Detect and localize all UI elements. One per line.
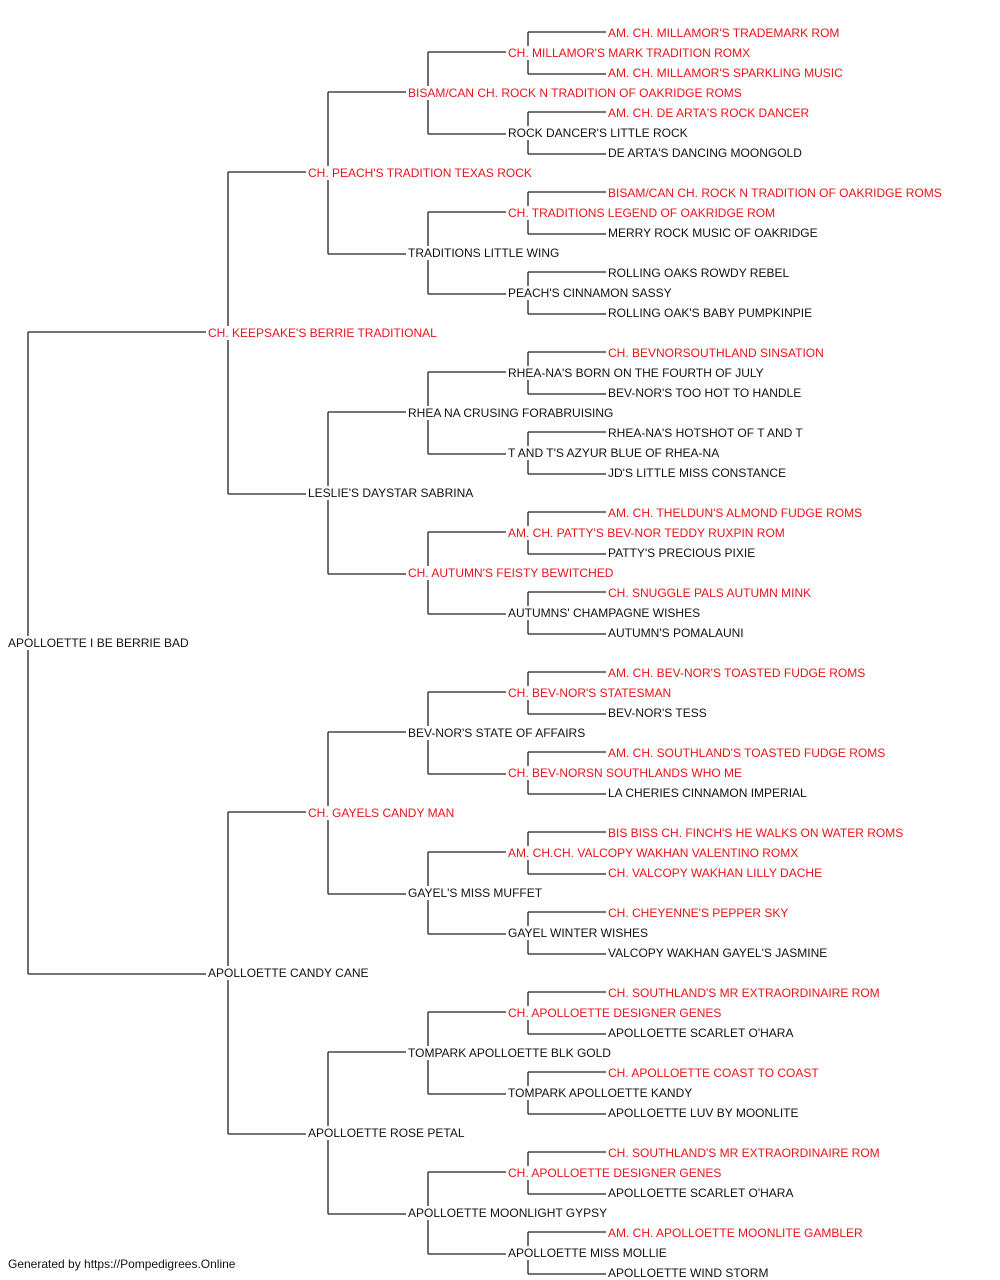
pedigree-node-gen5: APOLLOETTE WIND STORM — [608, 1266, 771, 1280]
pedigree-node-gen5: APOLLOETTE SCARLET O'HARA — [608, 1026, 796, 1040]
pedigree-node-gen5: CH. APOLLOETTE COAST TO COAST — [608, 1066, 821, 1080]
pedigree-node-gen3: BEV-NOR'S STATE OF AFFAIRS — [408, 726, 588, 740]
pedigree-node-gen2: CH. GAYELS CANDY MAN — [308, 806, 457, 820]
pedigree-node-gen2: LESLIE'S DAYSTAR SABRINA — [308, 486, 476, 500]
pedigree-node-gen2: CH. PEACH'S TRADITION TEXAS ROCK — [308, 166, 534, 180]
pedigree-node-gen5: CH. SOUTHLAND'S MR EXTRAORDINAIRE ROM — [608, 1146, 882, 1160]
pedigree-node-gen3: TOMPARK APOLLOETTE BLK GOLD — [408, 1046, 613, 1060]
pedigree-node-gen4: CH. MILLAMOR'S MARK TRADITION ROMX — [508, 46, 753, 60]
pedigree-node-gen5: PATTY'S PRECIOUS PIXIE — [608, 546, 758, 560]
pedigree-node-gen5: BISAM/CAN CH. ROCK N TRADITION OF OAKRID… — [608, 186, 944, 200]
pedigree-node-gen3: APOLLOETTE MOONLIGHT GYPSY — [408, 1206, 610, 1220]
pedigree-node-gen5: JD'S LITTLE MISS CONSTANCE — [608, 466, 789, 480]
pedigree-node-gen5: AM. CH. MILLAMOR'S SPARKLING MUSIC — [608, 66, 845, 80]
pedigree-node-gen5: AM. CH. MILLAMOR'S TRADEMARK ROM — [608, 26, 842, 40]
pedigree-node-gen3: GAYEL'S MISS MUFFET — [408, 886, 545, 900]
pedigree-node-gen5: APOLLOETTE LUV BY MOONLITE — [608, 1106, 801, 1120]
pedigree-node-gen5: AM. CH. SOUTHLAND'S TOASTED FUDGE ROMS — [608, 746, 888, 760]
pedigree-node-gen5: CH. VALCOPY WAKHAN LILLY DACHE — [608, 866, 825, 880]
pedigree-node-gen5: AM. CH. DE ARTA'S ROCK DANCER — [608, 106, 812, 120]
pedigree-node-gen4: T AND T'S AZYUR BLUE OF RHEA-NA — [508, 446, 722, 460]
pedigree-node-gen4: CH. BEV-NOR'S STATESMAN — [508, 686, 674, 700]
pedigree-node-gen3: RHEA NA CRUSING FORABRUISING — [408, 406, 616, 420]
pedigree-node-gen5: CH. SNUGGLE PALS AUTUMN MINK — [608, 586, 814, 600]
pedigree-node-gen4: CH. APOLLOETTE DESIGNER GENES — [508, 1006, 724, 1020]
pedigree-node-gen5: AUTUMN'S POMALAUNI — [608, 626, 746, 640]
pedigree-node-gen4: CH. BEV-NORSN SOUTHLANDS WHO ME — [508, 766, 745, 780]
pedigree-node-gen5: ROLLING OAKS ROWDY REBEL — [608, 266, 792, 280]
pedigree-node-gen3: TRADITIONS LITTLE WING — [408, 246, 562, 260]
pedigree-node-gen4: RHEA-NA'S BORN ON THE FOURTH OF JULY — [508, 366, 766, 380]
pedigree-node-gen5: RHEA-NA'S HOTSHOT OF T AND T — [608, 426, 805, 440]
pedigree-node-gen5: VALCOPY WAKHAN GAYEL'S JASMINE — [608, 946, 830, 960]
pedigree-node-gen0: APOLLOETTE I BE BERRIE BAD — [8, 636, 191, 650]
pedigree-node-gen4: CH. TRADITIONS LEGEND OF OAKRIDGE ROM — [508, 206, 778, 220]
pedigree-node-gen5: AM. CH. BEV-NOR'S TOASTED FUDGE ROMS — [608, 666, 868, 680]
pedigree-node-gen5: BEV-NOR'S TESS — [608, 706, 709, 720]
pedigree-node-gen5: ROLLING OAK'S BABY PUMPKINPIE — [608, 306, 815, 320]
pedigree-node-gen5: AM. CH. THELDUN'S ALMOND FUDGE ROMS — [608, 506, 865, 520]
pedigree-node-gen5: CH. CHEYENNE'S PEPPER SKY — [608, 906, 791, 920]
pedigree-node-gen5: APOLLOETTE SCARLET O'HARA — [608, 1186, 796, 1200]
pedigree-node-gen5: MERRY ROCK MUSIC OF OAKRIDGE — [608, 226, 820, 240]
pedigree-node-gen4: AM. CH. PATTY'S BEV-NOR TEDDY RUXPIN ROM — [508, 526, 787, 540]
pedigree-node-gen5: AM. CH. APOLLOETTE MOONLITE GAMBLER — [608, 1226, 865, 1240]
pedigree-node-gen2: APOLLOETTE ROSE PETAL — [308, 1126, 467, 1140]
pedigree-node-gen5: BEV-NOR'S TOO HOT TO HANDLE — [608, 386, 804, 400]
pedigree-node-gen5: CH. SOUTHLAND'S MR EXTRAORDINAIRE ROM — [608, 986, 882, 1000]
pedigree-node-gen5: DE ARTA'S DANCING MOONGOLD — [608, 146, 804, 160]
pedigree-node-gen4: APOLLOETTE MISS MOLLIE — [508, 1246, 669, 1260]
pedigree-node-gen4: PEACH'S CINNAMON SASSY — [508, 286, 674, 300]
generated-by-footer: Generated by https://Pompedigrees.Online — [8, 1257, 236, 1271]
pedigree-node-gen5: LA CHERIES CINNAMON IMPERIAL — [608, 786, 809, 800]
pedigree-node-gen5: BIS BISS CH. FINCH'S HE WALKS ON WATER R… — [608, 826, 906, 840]
pedigree-node-gen3: CH. AUTUMN'S FEISTY BEWITCHED — [408, 566, 616, 580]
pedigree-node-gen4: AM. CH.CH. VALCOPY WAKHAN VALENTINO ROMX — [508, 846, 801, 860]
pedigree-node-gen5: CH. BEVNORSOUTHLAND SINSATION — [608, 346, 826, 360]
pedigree-node-gen4: TOMPARK APOLLOETTE KANDY — [508, 1086, 695, 1100]
pedigree-node-gen3: BISAM/CAN CH. ROCK N TRADITION OF OAKRID… — [408, 86, 744, 100]
pedigree-node-gen4: ROCK DANCER'S LITTLE ROCK — [508, 126, 690, 140]
pedigree-node-gen4: GAYEL WINTER WISHES — [508, 926, 651, 940]
pedigree-node-gen1: CH. KEEPSAKE'S BERRIE TRADITIONAL — [208, 326, 439, 340]
pedigree-node-gen4: AUTUMNS' CHAMPAGNE WISHES — [508, 606, 703, 620]
pedigree-node-gen1: APOLLOETTE CANDY CANE — [208, 966, 371, 980]
pedigree-node-gen4: CH. APOLLOETTE DESIGNER GENES — [508, 1166, 724, 1180]
